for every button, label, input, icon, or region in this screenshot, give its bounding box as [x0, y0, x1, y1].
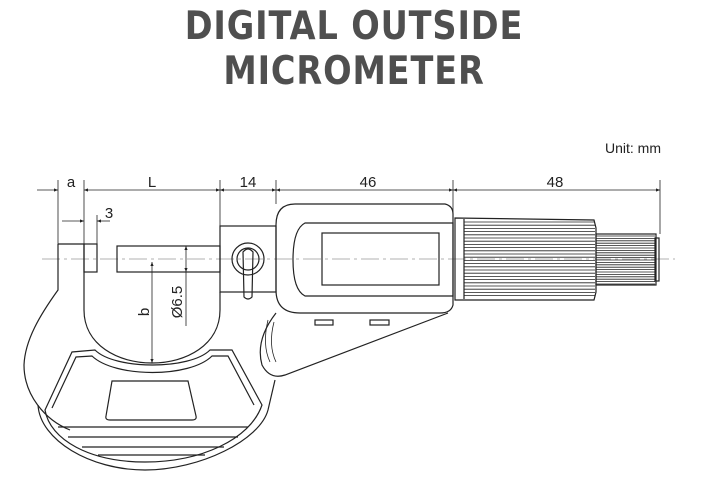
dim-b: b — [136, 308, 153, 316]
lcd-screen — [321, 232, 440, 286]
dim-L: L — [148, 174, 156, 191]
button-left[interactable] — [314, 319, 334, 326]
ratchet[interactable] — [595, 233, 660, 286]
dim-48: 48 — [547, 174, 564, 191]
lock-lever-icon[interactable] — [231, 242, 265, 300]
dimension-lines — [37, 180, 661, 363]
page-title: DIGITAL OUTSIDE MICROMETER — [184, 4, 524, 94]
dim-46: 46 — [360, 174, 377, 191]
dim-3: 3 — [105, 205, 113, 222]
unit-label: Unit: mm — [605, 140, 661, 156]
dim-14: 14 — [240, 174, 257, 191]
thimble[interactable] — [454, 217, 597, 301]
anvil — [83, 243, 98, 273]
dim-diameter: Ø6.5 — [169, 286, 186, 319]
display-body — [259, 203, 454, 377]
button-right[interactable] — [369, 319, 390, 326]
dim-a: a — [67, 174, 76, 191]
frame — [23, 243, 276, 471]
